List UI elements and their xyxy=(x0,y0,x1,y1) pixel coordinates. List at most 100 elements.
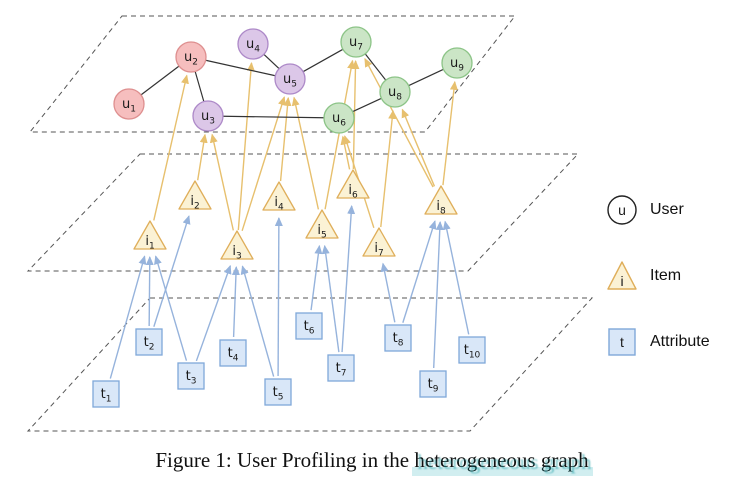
edge-t8-i8 xyxy=(402,220,437,323)
attribute-node-t9: t9 xyxy=(419,370,447,398)
attribute-node-t6: t6 xyxy=(295,312,323,340)
edge-i4-u5 xyxy=(279,96,292,182)
edge-u2-u5 xyxy=(206,59,275,77)
edge-u5-u7 xyxy=(303,49,343,72)
attribute-node-t10: t10 xyxy=(458,336,486,364)
edge-u3-u6 xyxy=(223,115,324,119)
attribute-node-t7: t7 xyxy=(327,354,355,382)
node-label-t3: t3 xyxy=(186,369,197,387)
edge-u6-u8 xyxy=(352,97,382,113)
user-node-u7: u7 xyxy=(340,26,372,58)
attribute-node-t2: t2 xyxy=(135,328,163,356)
legend-item-user: u User xyxy=(604,192,710,228)
edge-u7-u8 xyxy=(365,53,386,81)
user-node-u1: u1 xyxy=(113,88,145,120)
legend-label-attribute: Attribute xyxy=(650,333,710,350)
attribute-node-t3: t3 xyxy=(177,362,205,390)
edge-t3-i1 xyxy=(154,255,188,361)
edge-i7-u8 xyxy=(380,109,397,228)
caption-tail-text: heterogeneous graph xyxy=(414,448,589,472)
edge-u1-u2 xyxy=(140,65,180,96)
edge-t4-i3 xyxy=(231,265,240,338)
edge-i8-u7 xyxy=(364,57,434,188)
node-label-t5: t5 xyxy=(273,385,284,403)
node-label-i2: i2 xyxy=(190,194,199,212)
user-plane xyxy=(28,15,517,133)
node-label-i5: i5 xyxy=(317,223,326,241)
legend-label-user: User xyxy=(650,201,684,218)
node-label-i4: i4 xyxy=(274,195,284,213)
edge-t3-i3 xyxy=(195,264,232,362)
attribute-node-t4: t4 xyxy=(219,339,247,367)
user-node-u6: u6 xyxy=(323,102,355,134)
legend-item-attribute: t Attribute xyxy=(604,324,710,360)
user-node-u9: u9 xyxy=(441,47,473,79)
item-node-i3: i3 xyxy=(220,230,254,262)
node-label-i6: i6 xyxy=(348,183,358,201)
attribute-node-icon: t xyxy=(608,328,636,356)
item-plane xyxy=(26,153,580,272)
figure-caption: Figure 1: User Profiling in the heteroge… xyxy=(0,448,744,476)
node-label-t1: t1 xyxy=(101,387,112,405)
item-node-i1: i1 xyxy=(133,220,167,252)
item-node-i8: i8 xyxy=(424,185,458,217)
edge-i8-u9 xyxy=(442,80,458,186)
node-label-i8: i8 xyxy=(436,199,446,217)
user-node-u3: u3 xyxy=(192,100,224,132)
caption-prefix: Figure 1: User Profiling in the xyxy=(155,448,415,472)
user-node-u2: u2 xyxy=(175,41,207,73)
legend: u User i Item t Attribute xyxy=(604,192,710,360)
legend-attribute-square xyxy=(608,328,636,356)
legend-label-item: Item xyxy=(650,267,682,284)
node-label-t6: t6 xyxy=(304,319,315,337)
edge-u4-u5 xyxy=(263,54,280,69)
edge-i3-u3 xyxy=(209,133,235,231)
edge-t8-i7 xyxy=(380,262,396,323)
legend-user-circle xyxy=(607,195,637,225)
edge-i2-u3 xyxy=(197,133,208,181)
edge-t2-i1 xyxy=(145,255,154,327)
edge-t7-i6 xyxy=(341,204,356,353)
edge-t6-i5 xyxy=(310,244,323,311)
edge-t5-i4 xyxy=(274,216,283,377)
item-node-i4: i4 xyxy=(262,181,296,213)
edge-u2-u3 xyxy=(194,71,205,102)
item-node-i6: i6 xyxy=(336,169,370,201)
attribute-plane xyxy=(26,297,594,432)
attribute-node-t5: t5 xyxy=(264,378,292,406)
user-node-u8: u8 xyxy=(379,76,411,108)
node-label-t2: t2 xyxy=(144,335,155,353)
item-node-i5: i5 xyxy=(305,209,339,241)
legend-item-symbol: i xyxy=(620,273,623,289)
edge-i5-u5 xyxy=(291,96,320,210)
edge-i8-u8 xyxy=(401,108,436,187)
edge-t10-i8 xyxy=(442,220,470,335)
item-node-icon: i xyxy=(607,261,637,290)
legend-attribute-symbol: t xyxy=(620,334,624,350)
node-label-i3: i3 xyxy=(232,244,241,262)
node-label-t7: t7 xyxy=(336,361,347,379)
user-node-u4: u4 xyxy=(237,28,269,60)
edge-t2-i2 xyxy=(153,215,191,327)
attribute-node-t8: t8 xyxy=(384,324,412,352)
node-label-t8: t8 xyxy=(393,331,404,349)
edge-t9-i8 xyxy=(433,220,444,369)
node-label-t9: t9 xyxy=(428,377,439,395)
item-node-i7: i7 xyxy=(362,227,396,259)
edge-i5-u7 xyxy=(324,59,356,210)
node-label-i1: i1 xyxy=(145,234,154,252)
edge-t1-i1 xyxy=(109,255,147,379)
user-node-icon: u xyxy=(607,195,637,225)
edge-u8-u9 xyxy=(408,69,444,86)
item-node-i2: i2 xyxy=(178,180,212,212)
node-label-t4: t4 xyxy=(228,346,239,364)
legend-user-symbol: u xyxy=(618,202,626,218)
edge-t7-i5 xyxy=(321,244,340,353)
edge-i1-u2 xyxy=(153,74,189,221)
attribute-node-t1: t1 xyxy=(92,380,120,408)
node-label-i7: i7 xyxy=(374,241,383,259)
user-node-u5: u5 xyxy=(274,63,306,95)
